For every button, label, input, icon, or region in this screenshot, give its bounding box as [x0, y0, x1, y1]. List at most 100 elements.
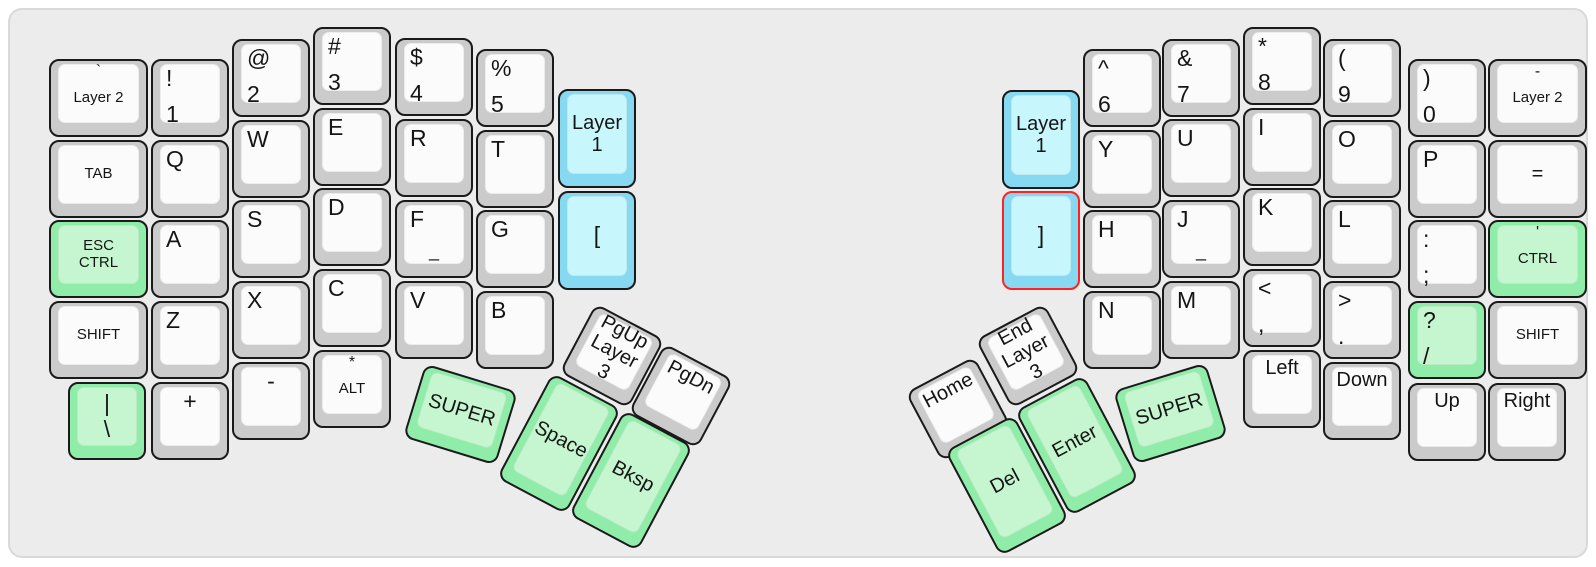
- keycap-face: [1417, 225, 1477, 284]
- key-legend: >: [1338, 287, 1352, 313]
- key-hash-3[interactable]: #3: [313, 27, 391, 105]
- key-greater-period[interactable]: >.: [1323, 281, 1401, 359]
- key-legend: *: [1258, 33, 1267, 59]
- key-layer1-right[interactable]: Layer 1: [1002, 90, 1080, 189]
- key-z[interactable]: Z: [151, 301, 229, 379]
- key-layer1-left[interactable]: Layer 1: [558, 89, 636, 188]
- key-legend: 5: [491, 91, 504, 117]
- key-super-right[interactable]: SUPER: [1112, 362, 1229, 465]
- key-super-left[interactable]: SUPER: [402, 363, 519, 466]
- key-g[interactable]: G: [476, 210, 554, 288]
- key-legend: |\: [103, 389, 111, 442]
- key-layer2-left[interactable]: `Layer 2: [49, 59, 148, 137]
- key-legend: SHIFT: [76, 326, 121, 344]
- key-legend: SUPER: [1132, 388, 1206, 430]
- key-legend: (: [1338, 45, 1346, 71]
- key-legend: O: [1338, 126, 1356, 152]
- key-rbracket[interactable]: ]: [1002, 191, 1080, 290]
- key-shift-right[interactable]: SHIFT: [1488, 301, 1587, 379]
- key-shift-left[interactable]: SHIFT: [49, 301, 148, 379]
- key-paren-9[interactable]: (9: [1323, 39, 1401, 117]
- key-j[interactable]: J_: [1162, 200, 1240, 278]
- key-p[interactable]: P: [1408, 140, 1486, 218]
- keycap-face: [1092, 215, 1152, 274]
- key-legend: 8: [1258, 69, 1271, 95]
- keycap-face: [1171, 205, 1231, 264]
- keycap-face: [322, 355, 382, 414]
- key-legend: Q: [166, 146, 184, 172]
- key-legend: SUPER: [425, 389, 499, 431]
- keycap-face: [1171, 124, 1231, 183]
- key-b[interactable]: B: [476, 291, 554, 369]
- key-x[interactable]: X: [232, 281, 310, 359]
- key-legend: ': [1535, 224, 1540, 241]
- key-dollar-4[interactable]: $4: [395, 38, 473, 116]
- key-asterisk-8[interactable]: *8: [1243, 27, 1321, 105]
- key-legend: ]: [1037, 222, 1045, 249]
- key-left-arrow[interactable]: Left: [1243, 350, 1321, 428]
- key-colon-semicolon[interactable]: :;: [1408, 220, 1486, 298]
- key-a[interactable]: A: [151, 220, 229, 298]
- key-minus[interactable]: -: [232, 362, 310, 440]
- key-legend: 7: [1177, 81, 1190, 107]
- key-l[interactable]: L: [1323, 200, 1401, 278]
- key-paren-0[interactable]: )0: [1408, 59, 1486, 137]
- key-caret-6[interactable]: ^6: [1083, 49, 1161, 127]
- keycap-face: [567, 196, 627, 276]
- keycap-face: [1252, 32, 1312, 91]
- key-amp-7[interactable]: &7: [1162, 39, 1240, 117]
- key-legend: -: [267, 368, 275, 394]
- key-v[interactable]: V: [395, 281, 473, 359]
- key-less-comma[interactable]: <,: [1243, 269, 1321, 347]
- key-q[interactable]: Q: [151, 140, 229, 218]
- key-f[interactable]: F_: [395, 200, 473, 278]
- key-legend: .: [1338, 323, 1345, 349]
- key-up-arrow[interactable]: Up: [1408, 383, 1486, 461]
- key-down-arrow[interactable]: Down: [1323, 362, 1401, 440]
- key-at-2[interactable]: @2: [232, 39, 310, 117]
- key-right-arrow[interactable]: Right: [1488, 383, 1566, 461]
- key-d[interactable]: D: [313, 188, 391, 266]
- key-percent-5[interactable]: %5: [476, 49, 554, 127]
- key-legend: ;: [1423, 262, 1430, 288]
- keycap-face: [1417, 64, 1477, 123]
- key-asterisk-alt[interactable]: *ALT: [313, 350, 391, 428]
- key-pipe-backslash[interactable]: |\: [68, 382, 146, 460]
- key-lbracket[interactable]: [: [558, 191, 636, 290]
- key-i[interactable]: I: [1243, 108, 1321, 186]
- key-plus[interactable]: +: [151, 382, 229, 460]
- key-h[interactable]: H: [1083, 210, 1161, 288]
- key-legend: 9: [1338, 81, 1351, 107]
- key-m[interactable]: M: [1162, 281, 1240, 359]
- key-u[interactable]: U: [1162, 119, 1240, 197]
- key-tab[interactable]: TAB: [49, 140, 148, 218]
- key-legend: H: [1098, 216, 1115, 242]
- key-legend: _: [1195, 241, 1206, 261]
- key-question-slash[interactable]: ?/: [1408, 301, 1486, 379]
- keycap-face: [1497, 64, 1578, 123]
- key-s[interactable]: S: [232, 200, 310, 278]
- keycap-face: [1092, 135, 1152, 194]
- key-o[interactable]: O: [1323, 120, 1401, 198]
- key-legend: M: [1177, 287, 1197, 313]
- key-legend: U: [1177, 125, 1194, 151]
- key-legend: !: [166, 65, 173, 91]
- keycap-face: [1417, 388, 1477, 447]
- key-equals[interactable]: =: [1488, 140, 1587, 218]
- key-n[interactable]: N: [1083, 291, 1161, 369]
- keycap-face: [160, 64, 220, 123]
- key-c[interactable]: C: [313, 269, 391, 347]
- key-e[interactable]: E: [313, 108, 391, 186]
- key-legend: @: [247, 45, 271, 71]
- key-exclam-1[interactable]: !1: [151, 59, 229, 137]
- key-quote-ctrl[interactable]: 'CTRL: [1488, 220, 1587, 298]
- key-t[interactable]: T: [476, 130, 554, 208]
- key-y[interactable]: Y: [1083, 130, 1161, 208]
- key-k[interactable]: K: [1243, 188, 1321, 266]
- key-w[interactable]: W: [232, 120, 310, 198]
- key-minus-layer2[interactable]: -Layer 2: [1488, 59, 1587, 137]
- key-legend: Layer 1: [571, 111, 623, 156]
- key-r[interactable]: R: [395, 119, 473, 197]
